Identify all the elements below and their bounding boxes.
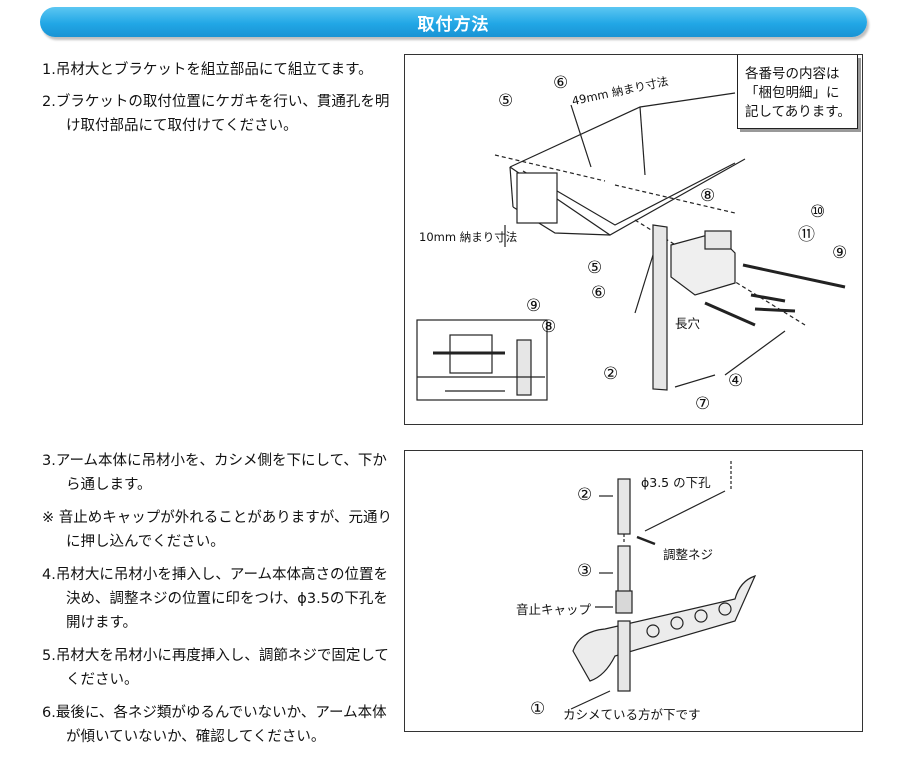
step-1: 1.吊材大とブラケットを組立部品にて組立てます。 [42,62,373,78]
step-4: 4.吊材大に吊材小を挿入し、アーム本体高さの位置を決め、調整ネジの位置に印をつけ… [42,567,389,631]
numbering-note: 各番号の内容は 「梱包明細」に 記してあります。 [737,55,858,129]
bracket-install-figure: 各番号の内容は 「梱包明細」に 記してあります。 49mm 納まり寸法 10mm… [404,54,863,425]
note-line-1: 各番号の内容は [745,66,840,82]
step-6: 6.最後に、各ネジ類がゆるんでいないか、アーム本体が傾いていないか、確認してくだ… [42,705,387,745]
step-2: 2.ブラケットの取付位置にケガキを行い、貫通孔を明け取付部品にて取付けてください… [42,94,390,134]
part-8-inset: ⑧ [541,317,557,337]
steps-bottom: 3.アーム本体に吊材小を、カシメ側を下にして、下から通します。 ※ 音止めキャッ… [42,449,394,758]
part-3: ③ [577,561,593,581]
part-9-inset: ⑨ [526,296,542,316]
part-6-top: ⑥ [553,73,569,93]
part-11: ⑪ [798,225,815,245]
part-2: ② [603,364,619,384]
long-hole-label: 長穴 [675,316,701,331]
part-4: ④ [728,371,744,391]
caption-label: カシメている方が下です [563,707,701,722]
part-5-top: ⑤ [498,91,514,111]
part-5-bottom: ⑤ [587,258,603,278]
section-title: 取付方法 [417,14,490,35]
step-note: ※ 音止めキャップが外れることがありますが、元通りに押し込んでください。 [42,510,392,550]
step-5: 5.吊材大を吊材小に再度挿入し、調節ネジで固定してください。 [42,648,389,688]
steps-top: 1.吊材大とブラケットを組立部品にて組立てます。 2.ブラケットの取付位置にケガ… [42,58,394,146]
part-10: ⑩ [810,202,826,222]
part-2-lower: ② [577,485,593,505]
part-9-right: ⑨ [832,243,848,263]
arm-assembly-figure: ϕ3.5 の下孔 調整ネジ 音止キャップ カシメている方が下です ② ③ ① [404,450,863,732]
section-header: 取付方法 [40,7,867,37]
noise-cap-label: 音止キャップ [516,602,592,617]
note-line-2: 「梱包明細」に [745,85,840,101]
part-6-bottom: ⑥ [591,283,607,303]
dim-10mm: 10mm 納まり寸法 [419,230,518,244]
pilot-hole-label: ϕ3.5 の下孔 [641,475,711,490]
part-7: ⑦ [695,394,711,414]
part-8-top: ⑧ [700,186,716,206]
bracket-diagram [416,92,846,401]
arm-diagram [570,461,757,710]
adjust-screw-label: 調整ネジ [663,547,714,562]
note-line-3: 記してあります。 [745,104,851,120]
part-1: ① [530,699,546,719]
step-3: 3.アーム本体に吊材小を、カシメ側を下にして、下から通します。 [42,453,387,493]
